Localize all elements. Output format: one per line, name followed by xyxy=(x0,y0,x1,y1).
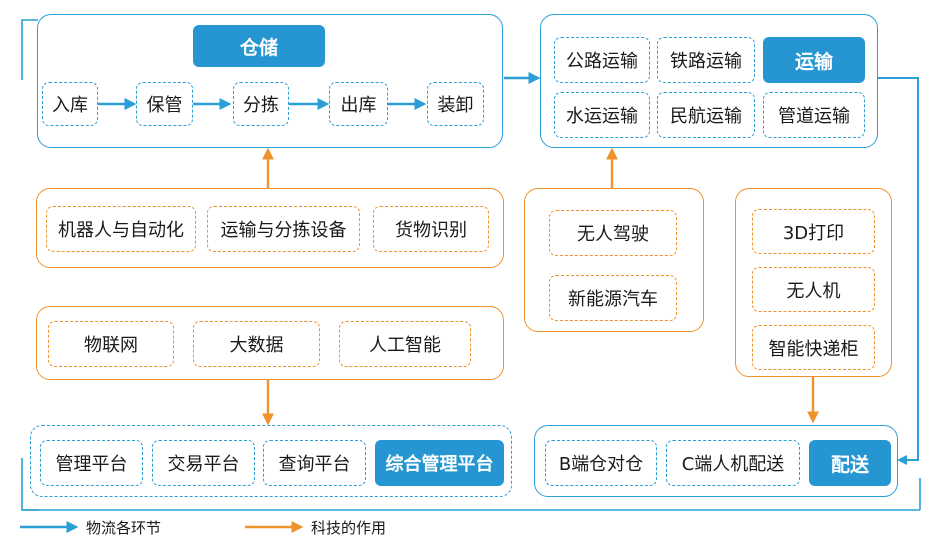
tech-goods-recognition: 货物识别 xyxy=(373,206,489,252)
platform-query: 查询平台 xyxy=(263,440,366,486)
tech-autonomous-driving: 无人驾驶 xyxy=(549,210,677,256)
tech-big-data: 大数据 xyxy=(193,321,320,367)
platform-title: 综合管理平台 xyxy=(375,440,504,486)
step-inbound: 入库 xyxy=(42,82,98,126)
legend-tech-label: 科技的作用 xyxy=(311,519,387,537)
delivery-title: 配送 xyxy=(809,440,891,486)
tech-transport-group xyxy=(524,188,704,332)
warehouse-title: 仓储 xyxy=(193,25,325,67)
step-storage: 保管 xyxy=(136,82,193,126)
tech-drone: 无人机 xyxy=(752,267,875,312)
delivery-group xyxy=(534,425,898,497)
mode-rail: 铁路运输 xyxy=(657,37,755,83)
mode-pipeline: 管道运输 xyxy=(763,92,865,138)
tech-iot: 物联网 xyxy=(48,321,174,367)
mode-road: 公路运输 xyxy=(554,37,650,83)
legend-flow-label: 物流各环节 xyxy=(86,519,162,537)
tech-3d-printing: 3D打印 xyxy=(752,209,875,254)
loop-line-left-top xyxy=(21,19,38,80)
step-outbound: 出库 xyxy=(329,82,388,126)
tech-smart-locker: 智能快递柜 xyxy=(752,325,875,370)
platform-trading: 交易平台 xyxy=(152,440,255,486)
delivery-b2b: B端仓对仓 xyxy=(545,440,657,486)
tech-platform-group xyxy=(36,306,504,380)
tech-robotics: 机器人与自动化 xyxy=(46,206,196,252)
mode-air: 民航运输 xyxy=(657,92,755,138)
tech-sorting-equipment: 运输与分拣设备 xyxy=(207,206,360,252)
step-loading: 装卸 xyxy=(427,82,484,126)
platform-group xyxy=(30,425,512,497)
transport-group xyxy=(540,14,878,148)
arrow-transport-to-delivery xyxy=(878,77,919,465)
transport-title: 运输 xyxy=(763,37,865,83)
platform-management: 管理平台 xyxy=(40,440,143,486)
tech-ai: 人工智能 xyxy=(339,321,471,367)
tech-warehouse-group xyxy=(36,188,504,268)
tech-new-energy-vehicle: 新能源汽车 xyxy=(549,275,677,321)
step-sorting: 分拣 xyxy=(233,82,289,126)
tech-delivery-group xyxy=(735,188,892,377)
delivery-c-end: C端人机配送 xyxy=(666,440,800,486)
mode-water: 水运运输 xyxy=(554,92,650,138)
warehouse-group xyxy=(37,14,503,148)
